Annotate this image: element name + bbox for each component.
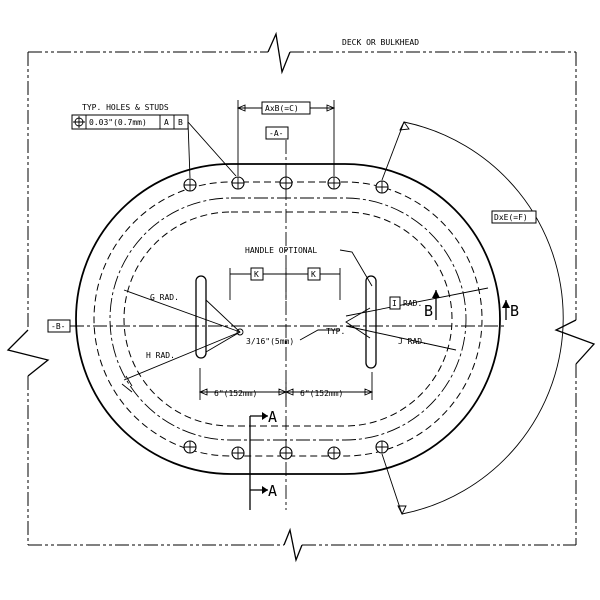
hatch-outer-outline: [75, 163, 501, 475]
svg-text:K: K: [311, 270, 316, 279]
datum-a-box: -A-: [265, 126, 289, 140]
svg-text:-A-: -A-: [269, 129, 283, 138]
g-radius-leader: [123, 289, 241, 333]
dxe-arc: [401, 121, 564, 515]
hatch-inner-dashed-2: [123, 211, 453, 427]
svg-text:0.03"(0.7mm): 0.03"(0.7mm): [89, 118, 147, 127]
deck-label: DECK OR BULKHEAD: [342, 38, 419, 47]
weld-point: [236, 328, 244, 336]
bottom-hole-row: [183, 440, 389, 460]
g-radius-label: G RAD.: [150, 293, 179, 302]
right-handle: [365, 275, 377, 369]
k-label-right: K: [307, 267, 321, 281]
svg-text:RAD.: RAD.: [403, 299, 422, 308]
typ-holes-leader: [187, 121, 237, 179]
svg-text:A: A: [164, 118, 169, 127]
dim-right-label: 6"(152mm): [300, 389, 343, 398]
svg-text:-B-: -B-: [51, 322, 65, 331]
h-radius-leader: [123, 331, 241, 381]
left-handle-bracket: [205, 298, 241, 353]
j-radius-label: J RAD.: [398, 337, 427, 346]
i-radius-label: I RAD.: [389, 296, 422, 310]
weld-leader: [299, 329, 340, 341]
axb-label: AxB(=C): [261, 101, 311, 115]
dxe-extension-top: [381, 121, 405, 181]
datum-b-box: -B-: [47, 319, 71, 333]
svg-text:I: I: [392, 299, 397, 308]
typ-holes-label: TYP. HOLES & STUDS: [82, 103, 169, 112]
section-a-label-bottom: A: [268, 482, 277, 500]
section-b-label-right: B: [510, 302, 519, 320]
handle-leader: [339, 249, 373, 287]
svg-text:K: K: [254, 270, 259, 279]
svg-text:AxB(=C): AxB(=C): [265, 104, 299, 113]
hatch-bolt-circle: [109, 197, 467, 441]
dxe-label: DxE(=F): [491, 210, 537, 224]
deck-border: [6, 31, 596, 563]
top-hole-row: [183, 176, 389, 194]
svg-text:B: B: [178, 118, 183, 127]
k-label-left: K: [250, 267, 264, 281]
section-b-label-left: B: [424, 302, 433, 320]
axb-extension-lines: [237, 100, 335, 176]
feature-control-frame: 0.03"(0.7mm) A B: [71, 114, 189, 130]
dxe-extension-bottom: [381, 453, 403, 515]
weld-size-label: 3/16"(5mm): [246, 337, 294, 346]
i-radius-leader: [345, 287, 489, 317]
h-radius-label: H RAD.: [146, 351, 175, 360]
dim-left-label: 6"(152mm): [214, 389, 257, 398]
handle-optional-label: HANDLE OPTIONAL: [245, 246, 317, 255]
typ-weld-label: TYP.: [326, 327, 345, 336]
section-a-label-top: A: [268, 408, 277, 426]
svg-text:DxE(=F): DxE(=F): [494, 213, 528, 222]
j-radius-leader: [345, 325, 457, 351]
